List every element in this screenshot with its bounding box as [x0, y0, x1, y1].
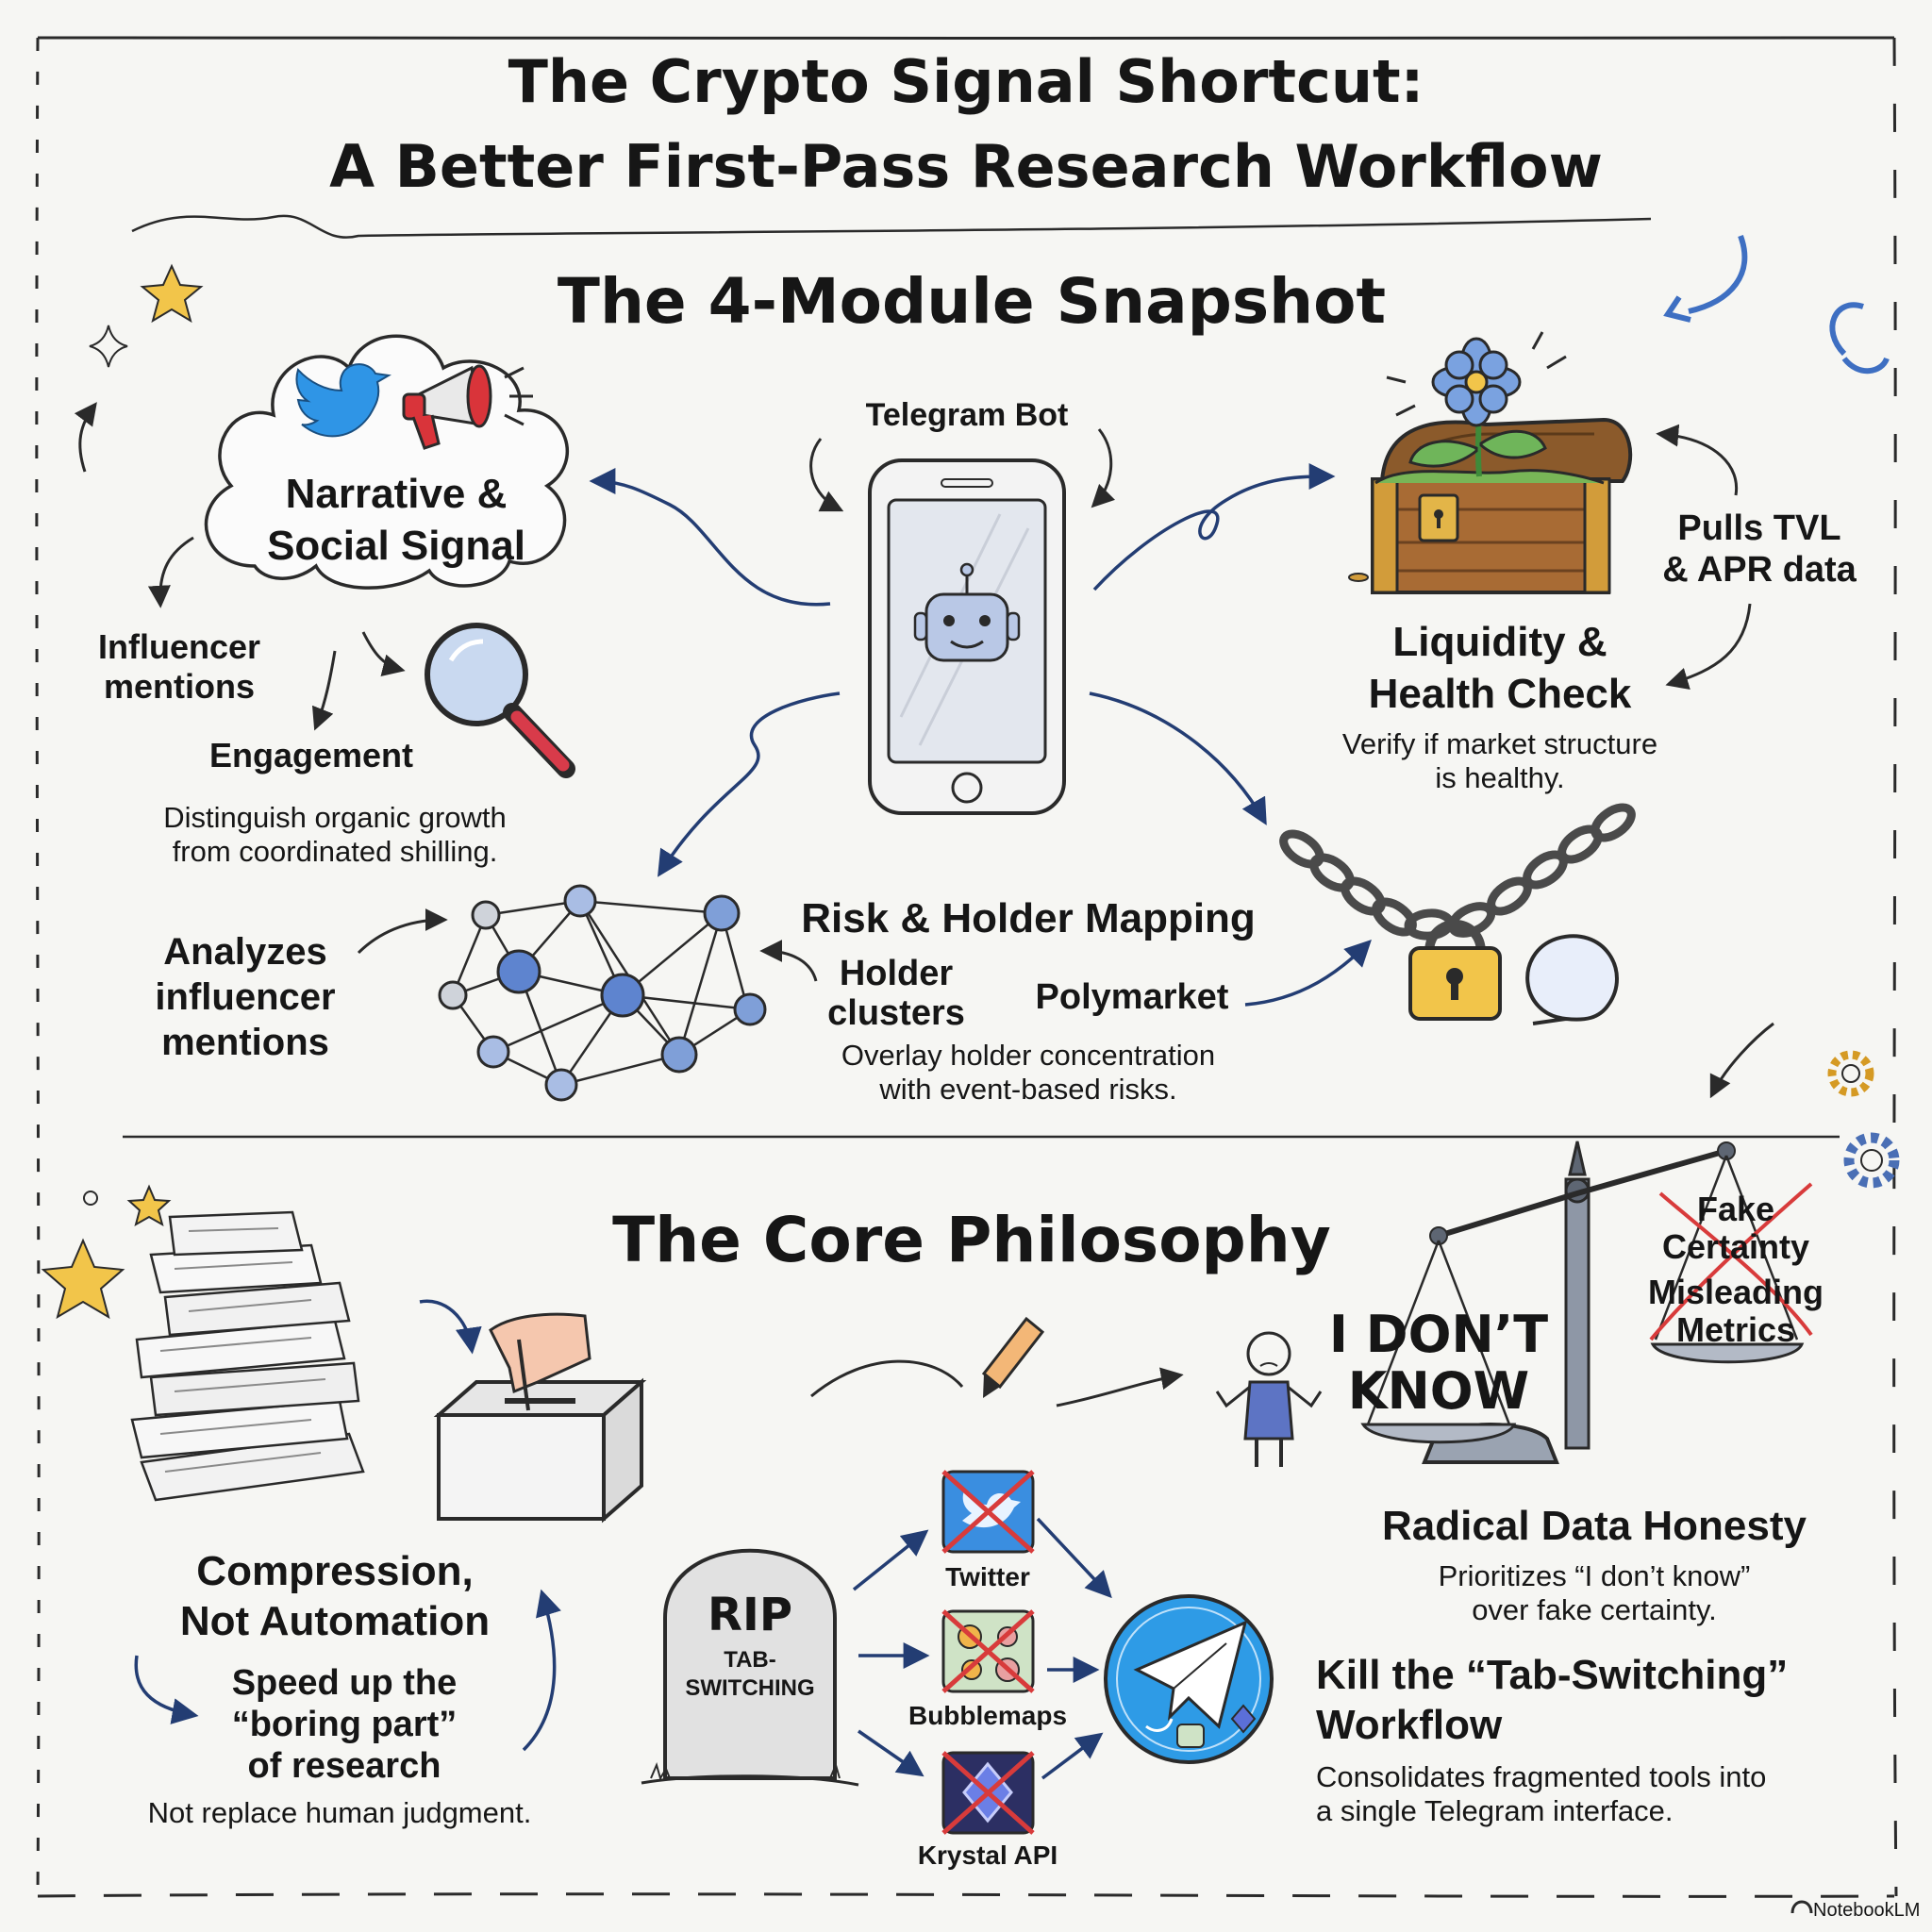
- bubblemaps-tile-icon: [941, 1609, 1035, 1693]
- compression-sub-line-3: of research: [247, 1746, 441, 1786]
- gear-icon: [1827, 1050, 1874, 1097]
- tool-label-krystal: Krystal API: [917, 1840, 1058, 1870]
- risk-title: Risk & Holder Mapping: [801, 895, 1256, 941]
- arrow-connector: [1656, 424, 1752, 690]
- scale-right-2: Certainty: [1661, 1227, 1810, 1266]
- risk-desc-line-1: Overlay holder concentration: [841, 1039, 1216, 1072]
- arrow-connector: [419, 1299, 482, 1355]
- tool-label-bubblemaps: Bubblemaps: [908, 1701, 1068, 1730]
- center-label: Telegram Bot: [865, 397, 1069, 433]
- tombstone-icon: [641, 1548, 859, 1787]
- sketch-frame: [35, 34, 1898, 1898]
- risk-sub-2: Polymarket: [1035, 977, 1229, 1017]
- risk-left-line-2: influencer: [155, 976, 336, 1018]
- sparkle-icon: [89, 325, 128, 368]
- narrative-title-line-2: Social Signal: [267, 523, 525, 569]
- scale-left-line-1: I DON’T: [1328, 1305, 1549, 1364]
- chain-padlock-icon: [1279, 803, 1636, 1021]
- arrow-connector: [1709, 1022, 1774, 1099]
- risk-sub-1-line-2: clusters: [827, 993, 965, 1033]
- tomb-text-line-1: RIP: [708, 1589, 792, 1641]
- footer-brand: NotebookLM: [1813, 1900, 1921, 1921]
- scale-right-1: Fake: [1696, 1190, 1775, 1228]
- page-title-line-2: A Better First-Pass Research Workflow: [329, 132, 1603, 201]
- page-title-line-1: The Crypto Signal Shortcut:: [508, 47, 1424, 116]
- holder-network-graph: [438, 884, 767, 1102]
- liquidity-desc-line-1: Verify if market structure: [1341, 727, 1658, 760]
- flower-icon: [1386, 331, 1567, 477]
- magnifying-glass-icon: [425, 623, 575, 778]
- pencil-icon: [981, 1316, 1045, 1398]
- compression-title-line-1: Compression,: [196, 1548, 474, 1594]
- scale-right-4: Metrics: [1675, 1310, 1796, 1349]
- liquidity-desc-line-2: is healthy.: [1435, 761, 1565, 794]
- narrative-title-line-1: Narrative &: [285, 471, 508, 517]
- telegram-logo-icon: [1104, 1594, 1274, 1764]
- section-heading-snapshot: The 4-Module Snapshot: [557, 265, 1387, 338]
- risk-left-line-3: mentions: [161, 1022, 329, 1063]
- honesty-desc-line-2: over fake certainty.: [1472, 1593, 1717, 1626]
- risk-left-line-1: Analyzes: [163, 931, 327, 973]
- liquidity-note-line-1: Pulls TVL: [1677, 508, 1841, 548]
- narrative-desc-line-2: from coordinated shilling.: [172, 835, 498, 868]
- compression-sub-line-2: “boring part”: [231, 1705, 458, 1744]
- tool-label-twitter: Twitter: [945, 1562, 1030, 1591]
- honesty-title: Radical Data Honesty: [1382, 1503, 1807, 1549]
- ballot-box-icon: [433, 1312, 647, 1524]
- liquidity-title-line-1: Liquidity &: [1392, 619, 1607, 665]
- circle-doodle: [83, 1191, 98, 1206]
- arrow-connector: [1244, 940, 1372, 1007]
- narrative-desc-line-1: Distinguish organic growth: [163, 801, 507, 834]
- curved-arrow-icon: [1663, 234, 1890, 375]
- compression-title-line-2: Not Automation: [179, 1598, 491, 1644]
- arrow-connector: [810, 1359, 964, 1398]
- scale-left-line-2: KNOW: [1347, 1361, 1530, 1421]
- tabs-title-line-1: Kill the “Tab-Switching”: [1316, 1652, 1789, 1698]
- arrow-connector: [357, 908, 818, 982]
- arrow-connector: [809, 428, 1116, 512]
- narrative-sub-1-line-2: mentions: [103, 667, 255, 706]
- megaphone-icon: [402, 364, 533, 450]
- risk-desc-line-2: with event-based risks.: [879, 1073, 1177, 1106]
- paper-stack-icon: [130, 1210, 365, 1502]
- robot-icon: [913, 562, 1021, 662]
- arrow-connector: [134, 1589, 561, 1752]
- tomb-text-line-3: SWITCHING: [685, 1675, 815, 1701]
- gear-icon: [1843, 1132, 1900, 1189]
- honesty-desc-line-1: Prioritizes “I don’t know”: [1438, 1559, 1751, 1592]
- red-cross-marks: [1649, 1182, 1813, 1341]
- star-icon: [41, 1238, 125, 1320]
- compression-desc: Not replace human judgment.: [147, 1796, 532, 1829]
- shrugging-person-icon: [1215, 1331, 1323, 1467]
- notebooklm-logo-icon: [1790, 1900, 1813, 1914]
- section-heading-philosophy: The Core Philosophy: [612, 1204, 1331, 1276]
- compression-sub-line-1: Speed up the: [231, 1663, 458, 1703]
- liquidity-title-line-2: Health Check: [1368, 671, 1632, 717]
- risk-sub-1-line-1: Holder: [839, 954, 954, 993]
- arrow-connector: [74, 402, 97, 473]
- arrow-connector: [147, 536, 406, 731]
- star-icon: [140, 263, 204, 324]
- arrow-connector: [852, 1517, 1112, 1780]
- narrative-sub-2: Engagement: [208, 736, 414, 774]
- arrow-connector: [1056, 1367, 1184, 1407]
- krystal-tile-icon: [941, 1751, 1035, 1835]
- arrow-connector: [589, 463, 1336, 877]
- tabs-desc-line-1: Consolidates fragmented tools into: [1316, 1760, 1767, 1793]
- balance-scale-icon: [1360, 1141, 1805, 1464]
- star-icon: [126, 1184, 172, 1227]
- scale-right-3: Misleading: [1647, 1273, 1824, 1311]
- tabs-desc-line-2: a single Telegram interface.: [1316, 1794, 1674, 1827]
- twitter-tile-icon: [941, 1470, 1035, 1554]
- tabs-title-line-2: Workflow: [1316, 1702, 1503, 1748]
- twitter-bird-icon: [295, 363, 391, 438]
- tomb-text-line-2: TAB-: [724, 1647, 776, 1673]
- question-bubble-icon: [1525, 934, 1619, 1025]
- liquidity-note-line-2: & APR data: [1662, 550, 1857, 590]
- narrative-sub-1-line-1: Influencer: [97, 627, 261, 666]
